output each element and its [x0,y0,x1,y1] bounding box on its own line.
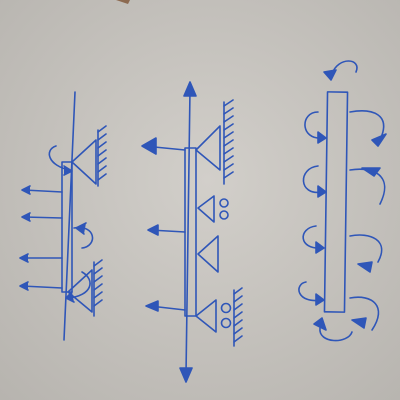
beam-2-top-wall-hatch [223,99,234,179]
beam-1-top-pin-support [71,139,97,185]
beam-3-moment-arrowhead-bottom [313,317,327,331]
corner-mark [116,0,130,4]
beam-3-moment-arrowhead-left-3 [315,241,325,254]
beam-1-moment-arrow-3 [67,271,91,299]
beam-2-roller-wheel-3 [220,302,232,314]
beam-3-moment-arrowhead-right-1 [371,133,387,147]
beam-2-force-arrowhead-2 [147,224,159,236]
beam-1-force-arrow-2 [23,216,63,219]
beam-3-moment-arrow-right-3 [349,234,383,263]
beam-1-bottom-wall-hatch [93,259,103,307]
beam-3-moment-arrow-bottom [319,327,353,342]
beam-3-moment-arrowhead-right-2 [361,167,381,177]
beam-1-member [61,161,73,293]
beam-2-roller-support-upper [197,195,215,223]
beam-2-force-arrowhead-3 [145,300,159,312]
beam-3-moment-arrow-right-1 [349,110,385,141]
beam-1-moment-arrowhead-2 [75,222,87,235]
sketch-beam-2 [141,81,243,383]
beam-2-roller-wheel-1 [219,198,229,208]
sketch-beam-1 [19,91,107,341]
beam-2-force-arrowhead-1 [141,137,157,155]
beam-1-bottom-pin-support [67,269,93,313]
beam-3-moment-arrowhead-left-4 [315,293,325,306]
beam-3-moment-arrowhead-left-1 [317,131,327,144]
beam-2-roller-wheel-4 [220,317,232,329]
beam-1-force-arrowhead-1 [21,185,31,195]
beam-2-lower-wall-hatch [233,287,243,343]
beam-1-moment-arrowhead-1 [63,165,73,176]
beam-3-moment-arrowhead-top [323,69,337,81]
beam-3-moment-arrow-left-1 [304,111,323,139]
beam-3-moment-arrow-left-2 [302,165,323,194]
beam-1-force-arrow-1 [23,189,63,193]
beam-3-moment-arrowhead-left-2 [317,185,327,198]
beam-2-pin-support-middle [197,235,219,273]
beam-2-top-arrowhead [183,81,197,97]
beam-1-moment-arrowhead-3 [65,291,75,303]
beam-1-force-arrowhead-4 [19,281,29,291]
beam-2-roller-wheel-2 [219,210,229,220]
beam-1-force-arrowhead-3 [19,253,29,263]
beam-2-roller-support-lower [195,299,217,333]
beam-2-bottom-arrowhead [179,367,193,383]
beam-1-force-arrowhead-2 [21,212,31,222]
beam-2-axis-line [185,89,191,376]
beam-1-top-wall-hatch [97,125,107,181]
beam-3-moment-arrow-right-2 [349,168,386,205]
beam-3-moment-arrowhead-right-3 [357,261,373,273]
beam-3-moment-arrowhead-right-4 [351,317,367,329]
beam-1-force-arrow-4 [21,285,63,289]
beam-3-member [323,91,349,313]
sketch-beam-3 [298,60,387,342]
beam-2-top-pin-support [195,125,221,171]
ink-layer [19,60,387,383]
beam-3-moment-arrow-right-4 [349,296,380,331]
